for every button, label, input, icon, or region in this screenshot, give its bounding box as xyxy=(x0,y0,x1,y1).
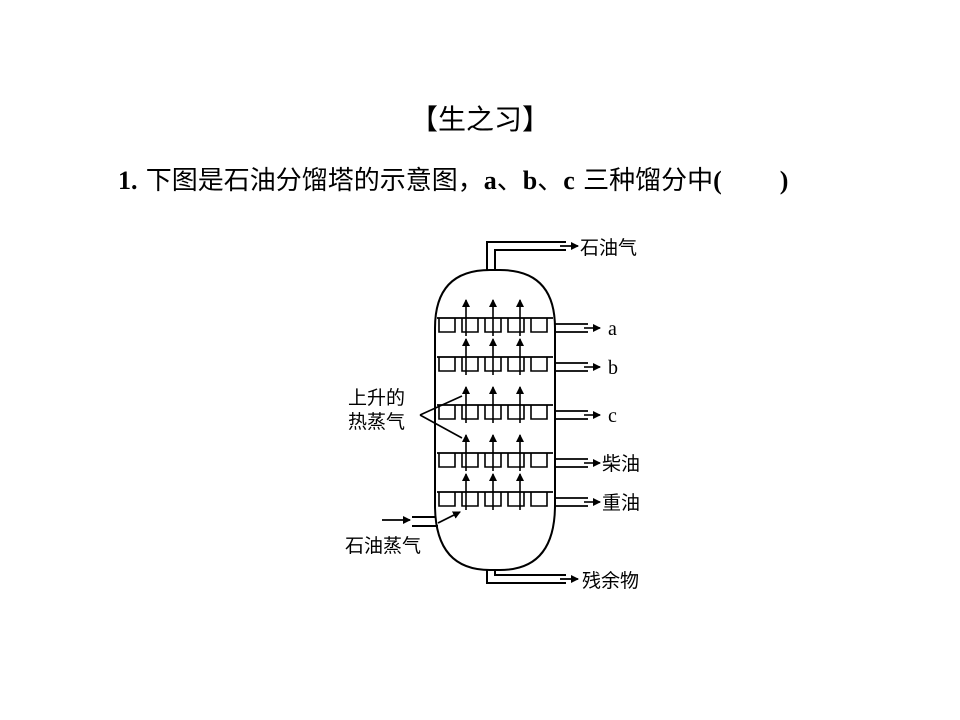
input-arrow-inside xyxy=(437,511,461,524)
bubble-cap xyxy=(530,405,548,420)
side-output-label-1: a xyxy=(608,318,617,340)
question-stem: 1. 下图是石油分馏塔的示意图，a、b、c 三种馏分中() xyxy=(118,160,788,197)
question-text-part1: 下图是石油分馏塔的示意图， xyxy=(145,166,484,196)
tray-4 xyxy=(437,452,553,468)
vapor-arrows xyxy=(462,299,524,510)
bubble-cap xyxy=(530,492,548,507)
bubble-cap xyxy=(438,405,456,420)
bubble-cap xyxy=(438,492,456,507)
bubble-cap xyxy=(530,453,548,468)
tray-5 xyxy=(437,491,553,507)
rising-vapor-label-line1: 上升的 xyxy=(348,387,405,409)
side-outlet-pipe-3 xyxy=(555,410,588,420)
input-label: 石油蒸气 xyxy=(345,535,421,557)
side-output-label-5: 重油 xyxy=(602,492,640,514)
bubble-trays xyxy=(437,317,553,507)
tray-1 xyxy=(437,317,553,333)
section-heading: 【生之习】 xyxy=(409,103,550,136)
answer-close-paren: ) xyxy=(779,166,789,195)
side-output-label-3: c xyxy=(608,405,617,427)
fraction-b-ref: b xyxy=(522,166,538,195)
rising-vapor-label-line2: 热蒸气 xyxy=(348,411,405,433)
answer-open-paren: ( xyxy=(713,166,722,195)
bubble-cap xyxy=(438,318,456,333)
bubble-cap xyxy=(507,405,525,420)
vapor-callout-line-lower xyxy=(419,414,463,439)
side-outlet-pipe-5 xyxy=(555,497,588,507)
question-number: 1 xyxy=(118,166,131,195)
bubble-cap xyxy=(507,318,525,333)
bubble-cap xyxy=(461,492,479,507)
side-outlet-pipes xyxy=(555,323,601,507)
tray-2 xyxy=(437,356,553,372)
top-outlet-pipe xyxy=(486,241,566,271)
bubble-cap xyxy=(530,357,548,372)
side-output-label-4: 柴油 xyxy=(602,453,640,475)
bubble-cap xyxy=(461,453,479,468)
input-pipe xyxy=(412,516,438,527)
bubble-cap xyxy=(438,357,456,372)
tray-3 xyxy=(437,404,553,420)
bubble-cap xyxy=(507,453,525,468)
bubble-cap xyxy=(461,318,479,333)
side-outlet-pipe-4 xyxy=(555,458,588,468)
vapor-callout-line-upper xyxy=(419,395,463,416)
question-number-dot: . xyxy=(131,166,138,195)
side-outlet-pipe-2 xyxy=(555,362,588,372)
bottom-outlet-pipe xyxy=(486,570,566,584)
separator-1: 、 xyxy=(496,166,523,196)
fraction-a-ref: a xyxy=(483,166,497,195)
bubble-cap xyxy=(507,357,525,372)
separator-2: 、 xyxy=(537,166,564,196)
question-text-part2: 三种馏分中 xyxy=(574,166,714,196)
bubble-cap xyxy=(461,405,479,420)
tower-shell xyxy=(434,269,556,571)
side-output-label-2: b xyxy=(608,357,618,379)
side-outlet-pipe-1 xyxy=(555,323,588,333)
top-output-label: 石油气 xyxy=(580,237,637,259)
bottom-output-label: 残余物 xyxy=(582,570,639,592)
bubble-cap xyxy=(438,453,456,468)
bubble-cap xyxy=(507,492,525,507)
bubble-cap xyxy=(461,357,479,372)
fraction-c-ref: c xyxy=(563,166,575,195)
bubble-cap xyxy=(530,318,548,333)
